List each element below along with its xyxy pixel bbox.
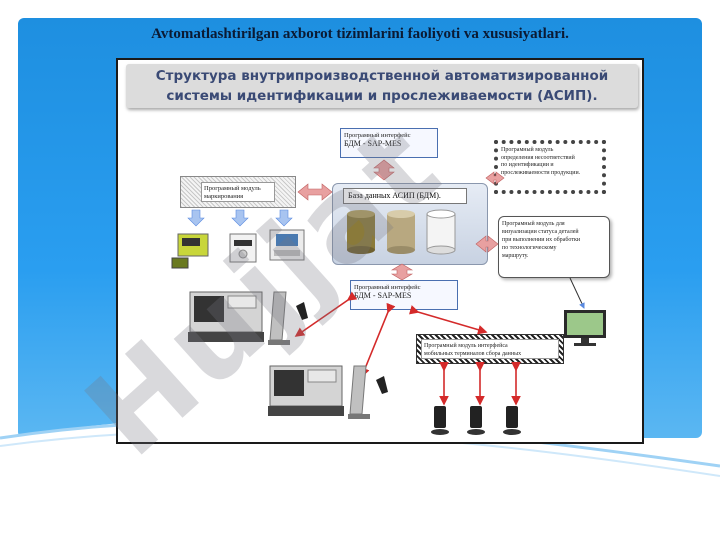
database-cylinders [347, 209, 456, 255]
barcode-printer-icon [229, 233, 257, 263]
module-marking-box: Програмный модуль маркирования [180, 176, 296, 208]
module-status-line-3: при выполнении их обработки [502, 237, 581, 243]
cnc-machine-2-icon [268, 365, 344, 416]
cylinder-3-icon [426, 209, 456, 255]
database-label: База данных АСИП (БДМ). [343, 188, 467, 204]
cylinder-2-icon [387, 210, 415, 254]
module-status-line-4: по технологическому [502, 245, 557, 251]
status-monitor-icon [564, 310, 606, 346]
diagram-panel: Структура внутрипроизводственной автомат… [116, 58, 644, 444]
cylinder-1-icon [347, 210, 375, 254]
handheld-scanner-1-icon [296, 302, 308, 320]
interface-bottom-line-2: БДМ - SAP-MES [354, 291, 412, 300]
interface-bottom-line-1: Програмный интерфейс [354, 284, 421, 291]
scanner-stand-2-icon [348, 365, 370, 419]
label-printer-icon [171, 233, 209, 269]
module-mobile-line-2: мобильных терминалов сбора данных [424, 351, 522, 357]
banner-line-1: Структура внутрипроизводственной автомат… [155, 68, 609, 84]
mobile-terminal-3-icon [503, 406, 521, 435]
database-area: База данных АСИП (БДМ). [332, 183, 488, 265]
cnc-machine-1-icon [188, 291, 264, 342]
module-status-line-1: Програмный модуль для [502, 221, 565, 227]
interface-top-line-2: БДМ - SAP-MES [344, 139, 402, 148]
module-nonconformity-box: Програмный модуль определения несоответс… [494, 140, 606, 194]
module-nonconformity-line-4: прослеживаемости продукции. [501, 169, 581, 176]
module-mobile-box: Програмный модуль интерфейса мобильных т… [416, 334, 564, 364]
red-link-arrows [294, 291, 521, 406]
diagram-banner: Структура внутрипроизводственной автомат… [126, 64, 638, 108]
module-marking-line-2: маркирования [204, 193, 244, 200]
handheld-scanner-2-icon [376, 376, 388, 394]
arrow-db-nonconformity [485, 171, 505, 185]
module-status-line-2: визуализации статуса деталей [502, 229, 579, 235]
arrow-interface-top-db [373, 159, 395, 181]
mobile-terminal-1-icon [431, 406, 449, 435]
arrow-db-status [475, 235, 499, 253]
module-nonconformity-line-1: Програмный модуль [501, 147, 554, 153]
arrow-status-monitor [569, 277, 585, 309]
module-marking-line-1: Програмный модуль [204, 185, 261, 192]
arrow-db-interface-bottom [390, 263, 414, 281]
scanner-stand-1-icon [268, 291, 290, 345]
slide-title: Avtomatlashtirilgan axborot tizimlarini … [151, 26, 569, 42]
arrow-marking-db [297, 183, 333, 201]
module-mobile-line-1: Програмный модуль интерфейса [424, 343, 508, 349]
module-status-box: Програмный модуль для визуализации стату… [498, 216, 610, 278]
blue-arrows-marking [187, 209, 293, 227]
banner-line-2: системы идентификации и прослеживаемости… [166, 88, 598, 104]
interface-top-line-1: Програмный интерфейс [344, 132, 411, 139]
banner-text: Структура внутрипроизводственной автомат… [126, 66, 638, 106]
module-status-line-5: маршруту. [502, 253, 529, 259]
diagram-connectors [171, 159, 606, 435]
mobile-terminal-2-icon [467, 406, 485, 435]
module-nonconformity-line-2: определения несоответствий [501, 154, 575, 161]
industrial-terminal-icon [269, 229, 305, 261]
interface-top-box: Програмный интерфейс БДМ - SAP-MES [340, 128, 438, 158]
module-nonconformity-line-3: по идентификации и [501, 162, 554, 168]
